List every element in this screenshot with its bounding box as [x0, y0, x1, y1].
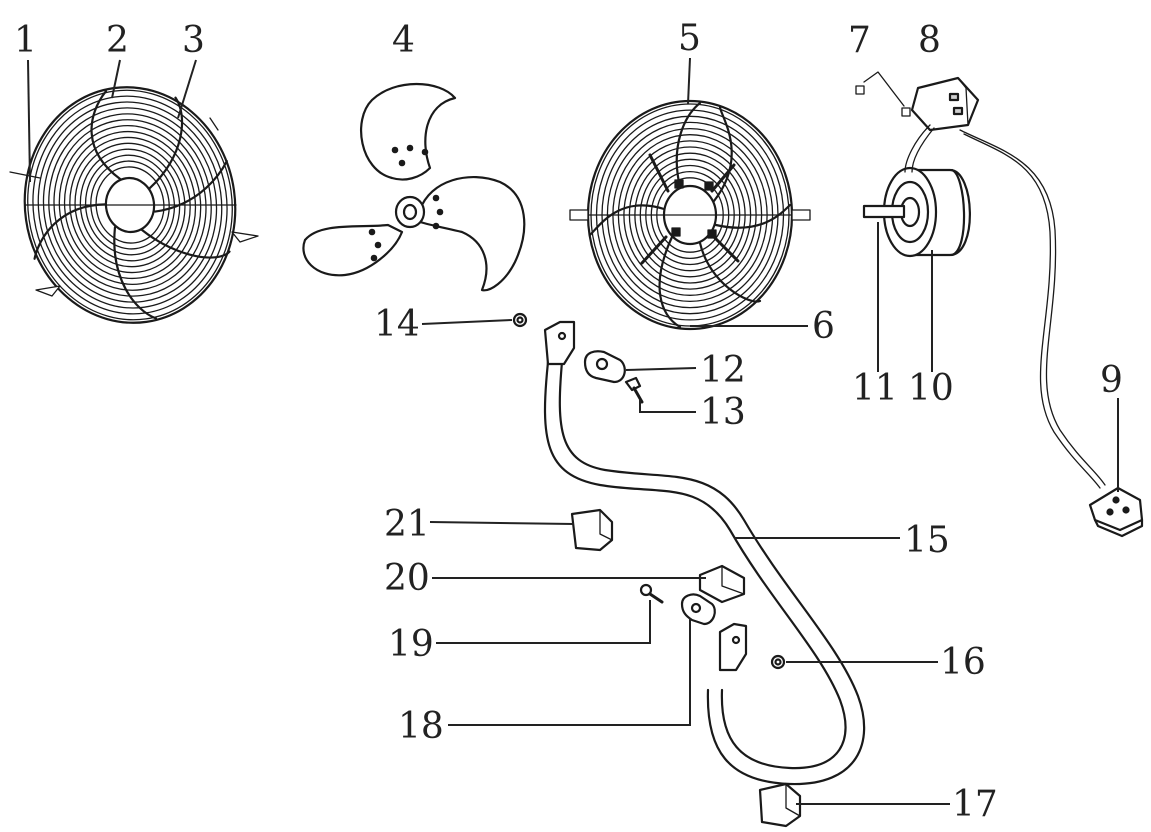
callout-9: 9 — [1100, 360, 1123, 401]
callout-4: 4 — [392, 20, 415, 61]
leader-lines — [27, 57, 1119, 805]
foot-cap-17 — [758, 782, 802, 828]
bracket-21 — [570, 508, 614, 552]
callout-12: 12 — [700, 350, 746, 391]
nut-14 — [512, 312, 528, 328]
plug — [1088, 486, 1144, 538]
callout-21: 21 — [384, 504, 430, 545]
nut-16 — [770, 654, 786, 670]
callout-6: 6 — [812, 306, 835, 347]
callout-10: 10 — [908, 368, 954, 409]
callout-13: 13 — [700, 392, 746, 433]
callout-3: 3 — [182, 20, 205, 61]
capacitor — [910, 76, 980, 132]
callout-8: 8 — [918, 20, 941, 61]
screw-7a — [855, 71, 911, 117]
callout-18: 18 — [398, 706, 444, 747]
stand-tube — [543, 320, 866, 786]
clamp-18 — [680, 593, 716, 626]
callout-19: 19 — [388, 624, 434, 665]
callout-15: 15 — [904, 520, 950, 561]
motor-wires — [904, 124, 1106, 489]
motor — [862, 166, 971, 258]
bolt-13 — [624, 376, 644, 404]
callout-5: 5 — [678, 18, 701, 59]
callout-11: 11 — [852, 368, 898, 409]
callout-labels: 1 2 3 4 5 6 7 8 9 10 11 12 13 14 15 16 1… — [14, 18, 1123, 825]
callout-2: 2 — [106, 20, 129, 61]
callout-20: 20 — [384, 558, 430, 599]
fan-blade — [302, 83, 526, 292]
callout-16: 16 — [940, 642, 986, 683]
bracket-20 — [698, 564, 746, 604]
clamp-12 — [583, 350, 626, 384]
rear-grille — [569, 99, 811, 331]
bolt-19 — [639, 583, 664, 604]
callout-17: 17 — [952, 784, 998, 825]
front-grille — [9, 86, 259, 324]
callout-1: 1 — [14, 20, 37, 61]
callout-14: 14 — [374, 304, 420, 345]
callout-7: 7 — [848, 20, 871, 61]
